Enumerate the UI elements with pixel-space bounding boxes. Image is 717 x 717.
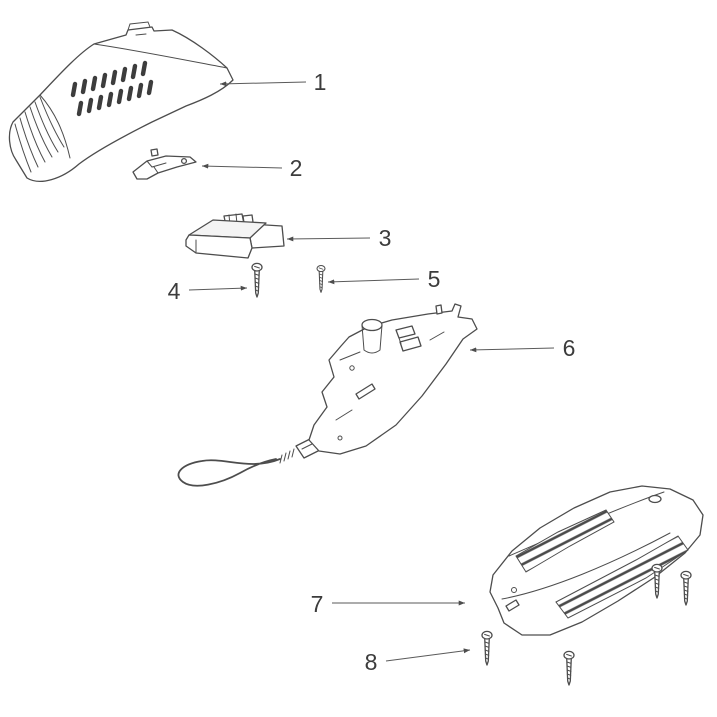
vent-band-upper [515, 509, 615, 573]
vent-band-lower [555, 535, 689, 619]
part-number-label-3: 3 [379, 225, 392, 251]
nose-ribs [14, 96, 65, 173]
leader-line-2 [201, 163, 283, 169]
part-number-label-7: 7 [311, 591, 324, 617]
motor-boss [361, 318, 383, 332]
leader-line-1 [219, 81, 307, 87]
part-4-screw [251, 262, 263, 298]
part-number-label-6: 6 [563, 335, 576, 361]
leader-line-5 [327, 278, 420, 285]
vent-slots-row-2 [76, 79, 154, 117]
part-3-mounting-bracket [185, 213, 285, 259]
callout-5: 5 [327, 266, 441, 292]
part-5-screw [316, 264, 326, 293]
callout-1: 1 [219, 69, 327, 95]
callout-6: 6 [469, 335, 576, 361]
leader-line-8 [385, 648, 471, 662]
callout-3: 3 [286, 225, 392, 251]
callout-4: 4 [168, 278, 248, 304]
vent-slots-row-1 [70, 60, 148, 98]
callout-layer: 1 2 3 4 5 6 7 8 [168, 69, 576, 675]
callout-7: 7 [311, 591, 465, 617]
part-number-label-2: 2 [290, 155, 303, 181]
callout-8: 8 [365, 648, 471, 675]
part-6-chassis-with-power-cord [177, 303, 478, 487]
part-number-label-8: 8 [365, 649, 378, 675]
leader-line-4 [188, 285, 248, 291]
callout-2: 2 [201, 155, 303, 181]
part-7-lower-housing [489, 485, 704, 636]
part-1-upper-housing [8, 21, 234, 182]
part-number-label-1: 1 [314, 69, 327, 95]
leader-line-3 [286, 236, 371, 242]
strain-relief [279, 448, 295, 464]
power-cord [177, 458, 281, 487]
part-number-label-4: 4 [168, 278, 181, 304]
part-number-label-5: 5 [428, 266, 441, 292]
leader-line-6 [469, 347, 555, 353]
part-2-switch-lever [132, 148, 197, 180]
